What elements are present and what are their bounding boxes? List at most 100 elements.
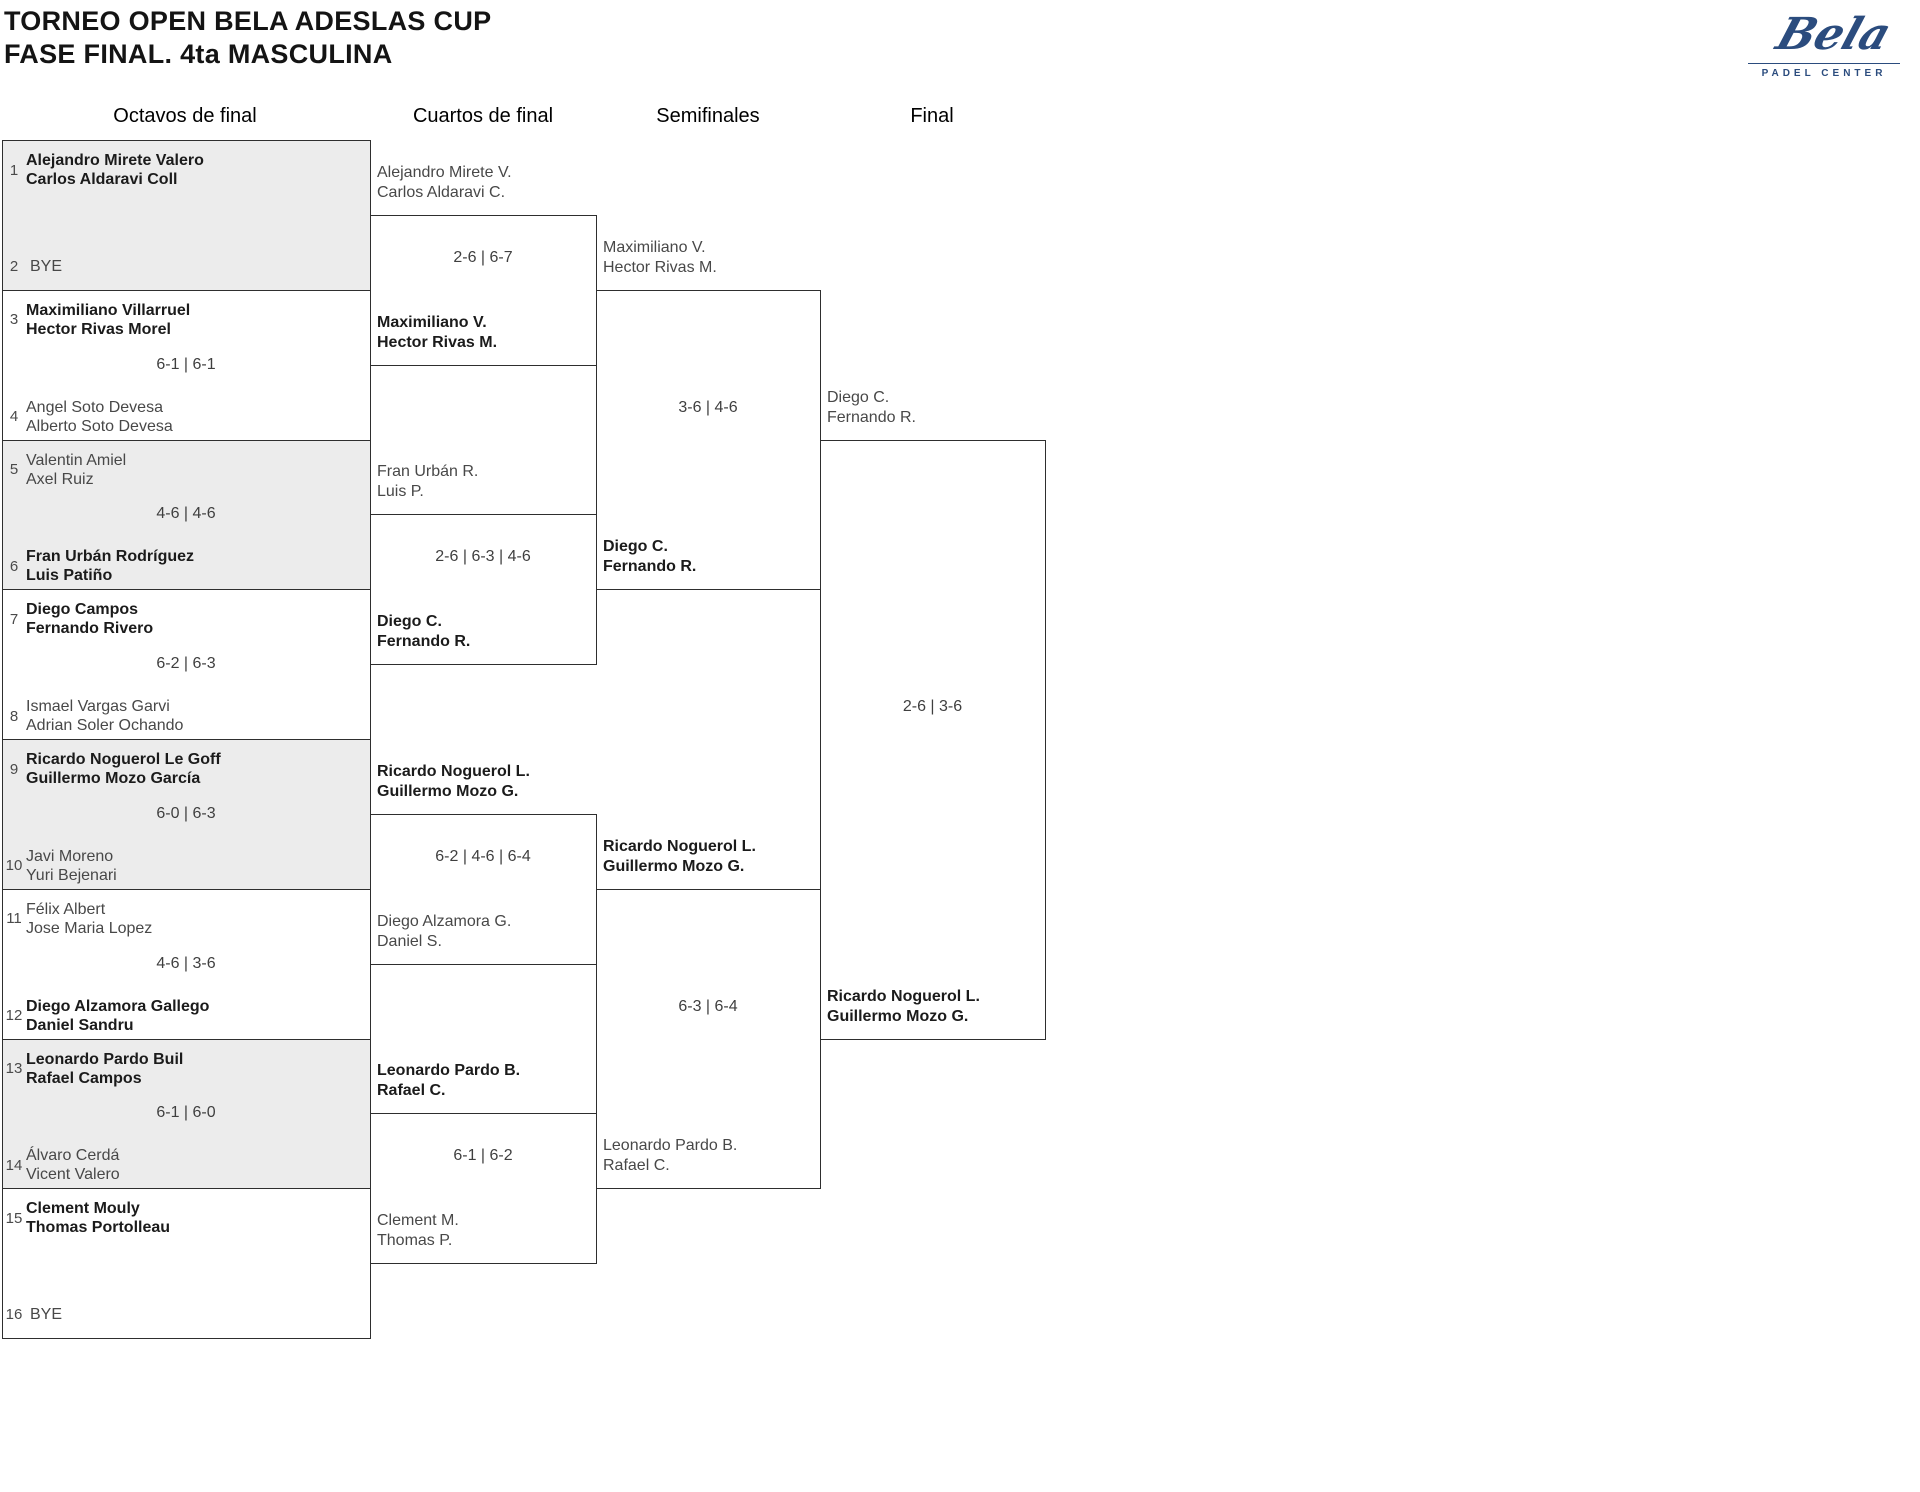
seed-number: 3 bbox=[9, 311, 19, 329]
player-name: Guillermo Mozo G. bbox=[827, 1007, 969, 1025]
bye-label: BYE bbox=[30, 257, 63, 275]
player-name: Carlos Aldaravi C. bbox=[377, 183, 506, 201]
match-box bbox=[2, 439, 371, 591]
match-box bbox=[2, 140, 371, 291]
match-score: 3-6 | 4-6 bbox=[678, 398, 738, 416]
player-name: Félix Albert bbox=[26, 900, 106, 918]
player-name: Maximiliano Villarruel bbox=[26, 301, 191, 319]
logo: Bela PADEL CENTER bbox=[1748, 4, 1900, 79]
player-name: Diego C. bbox=[377, 613, 442, 631]
player-name: Rafael Campos bbox=[26, 1069, 142, 1087]
player-name: Luis P. bbox=[377, 483, 424, 501]
player-name: Daniel S. bbox=[377, 932, 442, 950]
page-title-line2: FASE FINAL. 4ta MASCULINA bbox=[4, 39, 393, 69]
player-name: Hector Rivas M. bbox=[377, 333, 498, 351]
match-score: 6-1 | 6-0 bbox=[156, 1104, 216, 1122]
player-name: Vicent Valero bbox=[26, 1166, 120, 1184]
match-box bbox=[2, 739, 371, 890]
player-name: Thomas P. bbox=[377, 1232, 453, 1250]
player-name: Javi Moreno bbox=[26, 847, 114, 865]
bye-label: BYE bbox=[30, 1306, 63, 1323]
player-name: Fernando R. bbox=[827, 408, 916, 426]
player-name: Álvaro Cerdá bbox=[26, 1147, 120, 1165]
player-name: Fran Urbán Rodríguez bbox=[26, 548, 195, 566]
seed-number: 15 bbox=[5, 1209, 23, 1227]
match-score: 4-6 | 3-6 bbox=[156, 954, 216, 972]
player-name: Maximiliano V. bbox=[603, 238, 706, 256]
player-name: Ricardo Noguerol L. bbox=[377, 762, 530, 780]
player-name: Guillermo Mozo G. bbox=[603, 857, 745, 875]
player-name: Clement M. bbox=[377, 1212, 459, 1230]
match-box bbox=[2, 1038, 371, 1190]
player-name: Guillermo Mozo García bbox=[26, 770, 201, 787]
player-name: Ricardo Noguerol Le Goff bbox=[26, 751, 221, 768]
player-name: Luis Patiño bbox=[26, 567, 113, 585]
match-score: 6-2 | 6-3 bbox=[156, 655, 216, 673]
logo-divider bbox=[1748, 63, 1900, 64]
seed-number: 12 bbox=[5, 1007, 23, 1024]
player-name: Yuri Bejenari bbox=[26, 866, 117, 884]
player-name: Angel Soto Devesa bbox=[26, 398, 163, 416]
seed-number: 8 bbox=[9, 707, 19, 725]
match-score: 2-6 | 6-3 | 4-6 bbox=[435, 548, 531, 566]
player-name: Alejandro Mirete Valero bbox=[26, 152, 204, 169]
player-name: Valentin Amiel bbox=[26, 451, 127, 469]
match-box bbox=[820, 439, 1046, 1040]
player-name: Daniel Sandru bbox=[26, 1016, 134, 1034]
seed-number: 9 bbox=[9, 760, 19, 778]
seed-number: 1 bbox=[9, 161, 19, 179]
player-name: Leonardo Pardo B. bbox=[603, 1137, 738, 1155]
player-name: Hector Rivas M. bbox=[603, 258, 717, 276]
player-name: Hector Rivas Morel bbox=[26, 320, 171, 338]
match-score: 6-1 | 6-1 bbox=[156, 355, 216, 373]
match-score: 6-3 | 6-4 bbox=[678, 997, 738, 1015]
match-score: 2-6 | 3-6 bbox=[902, 698, 963, 715]
round-header-octavos: Octavos de final bbox=[113, 105, 257, 127]
player-name: Axel Ruiz bbox=[26, 470, 94, 488]
player-name: Alejandro Mirete V. bbox=[377, 163, 512, 181]
player-name: Diego Campos bbox=[26, 601, 139, 619]
match-score: 2-6 | 6-7 bbox=[453, 248, 513, 266]
player-name: Ricardo Noguerol L. bbox=[827, 987, 980, 1005]
seed-number: 7 bbox=[9, 610, 19, 628]
player-name: Diego Alzamora Gallego bbox=[26, 997, 210, 1015]
round-header-cuartos: Cuartos de final bbox=[412, 105, 554, 127]
player-name: Jose Maria Lopez bbox=[26, 919, 153, 937]
player-name: Maximiliano V. bbox=[377, 313, 487, 331]
player-name: Diego Alzamora G. bbox=[377, 912, 512, 930]
player-name: Fernando R. bbox=[603, 558, 697, 576]
match-score: 6-0 | 6-3 bbox=[156, 804, 216, 822]
seed-number: 10 bbox=[5, 857, 23, 875]
logo-subtitle: PADEL CENTER bbox=[1761, 68, 1887, 79]
player-name: Fernando R. bbox=[377, 633, 471, 651]
player-name: Ismael Vargas Garvi bbox=[26, 698, 170, 715]
match-score: 6-1 | 6-2 bbox=[453, 1147, 513, 1165]
seed-number: 4 bbox=[9, 408, 19, 425]
seed-number: 5 bbox=[9, 461, 19, 478]
player-name: Alberto Soto Devesa bbox=[26, 417, 173, 435]
match-score: 4-6 | 4-6 bbox=[156, 505, 216, 523]
svg-text:Bela: Bela bbox=[1768, 8, 1897, 60]
seed-number: 6 bbox=[9, 557, 19, 575]
player-name: Rafael C. bbox=[603, 1157, 670, 1175]
player-name: Thomas Portolleau bbox=[26, 1219, 171, 1237]
player-name: Leonardo Pardo Buil bbox=[26, 1050, 184, 1068]
logo-signature-icon: Bela bbox=[1768, 8, 1897, 60]
seed-number: 2 bbox=[9, 257, 19, 275]
player-name: Adrian Soler Ochando bbox=[26, 717, 184, 734]
player-name: Fernando Rivero bbox=[26, 620, 154, 638]
player-name: Clement Mouly bbox=[26, 1200, 140, 1218]
player-name: Ricardo Noguerol L. bbox=[603, 837, 756, 855]
player-name: Carlos Aldaravi Coll bbox=[26, 171, 178, 188]
player-name: Diego C. bbox=[827, 388, 890, 406]
match-score: 6-2 | 4-6 | 6-4 bbox=[435, 847, 531, 865]
player-name: Fran Urbán R. bbox=[377, 463, 479, 481]
round-header-final: Final bbox=[910, 105, 954, 127]
player-name: Guillermo Mozo G. bbox=[377, 782, 519, 800]
page-title-line1: TORNEO OPEN BELA ADESLAS CUP bbox=[4, 6, 492, 36]
seed-number: 16 bbox=[5, 1306, 23, 1323]
round-header-semifinales: Semifinales bbox=[656, 105, 760, 127]
player-name: Diego C. bbox=[603, 538, 668, 556]
player-name: Rafael C. bbox=[377, 1082, 446, 1100]
